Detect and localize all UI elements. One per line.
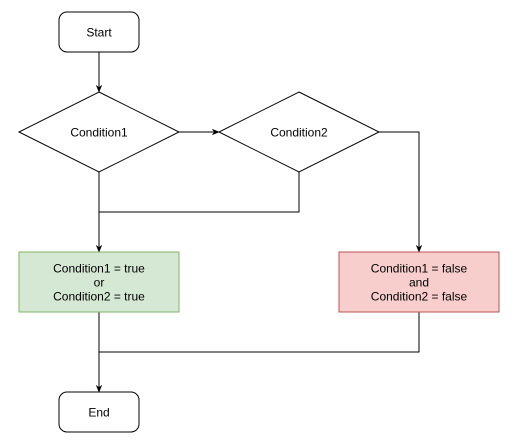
condition2-decision[interactable]: Condition2 — [217, 91, 381, 173]
result-false-box — [338, 251, 500, 313]
result-false-node[interactable]: Condition1 = false and Condition2 = fals… — [338, 251, 500, 313]
result-true-box — [18, 251, 180, 313]
result-true-line-1: Condition1 = true — [53, 262, 145, 276]
start-node-shape — [58, 11, 140, 53]
result-false-line-1: Condition1 = false — [371, 262, 468, 276]
result-false-line-2: and — [409, 276, 429, 290]
result-true-line-3: Condition2 = true — [53, 290, 145, 304]
edge-condition2-to-result-false — [379, 131, 423, 253]
end-label: End — [88, 406, 109, 420]
condition1-label: Condition1 — [70, 126, 128, 140]
condition2-diamond — [217, 91, 381, 173]
condition1-diamond — [17, 91, 181, 173]
start-label: Start — [86, 26, 112, 40]
edge-result-false-to-end — [99, 312, 420, 353]
start-node[interactable]: Start — [58, 11, 140, 53]
end-node[interactable]: End — [58, 391, 140, 433]
result-true-node[interactable]: Condition1 = true or Condition2 = true — [18, 251, 180, 313]
result-false-line-3: Condition2 = false — [371, 290, 468, 304]
condition2-label: Condition2 — [270, 126, 328, 140]
end-node-shape — [58, 391, 140, 433]
condition1-decision[interactable]: Condition1 — [17, 91, 181, 173]
result-true-line-2: or — [94, 276, 105, 290]
edge-condition2-to-result-true — [99, 172, 300, 213]
